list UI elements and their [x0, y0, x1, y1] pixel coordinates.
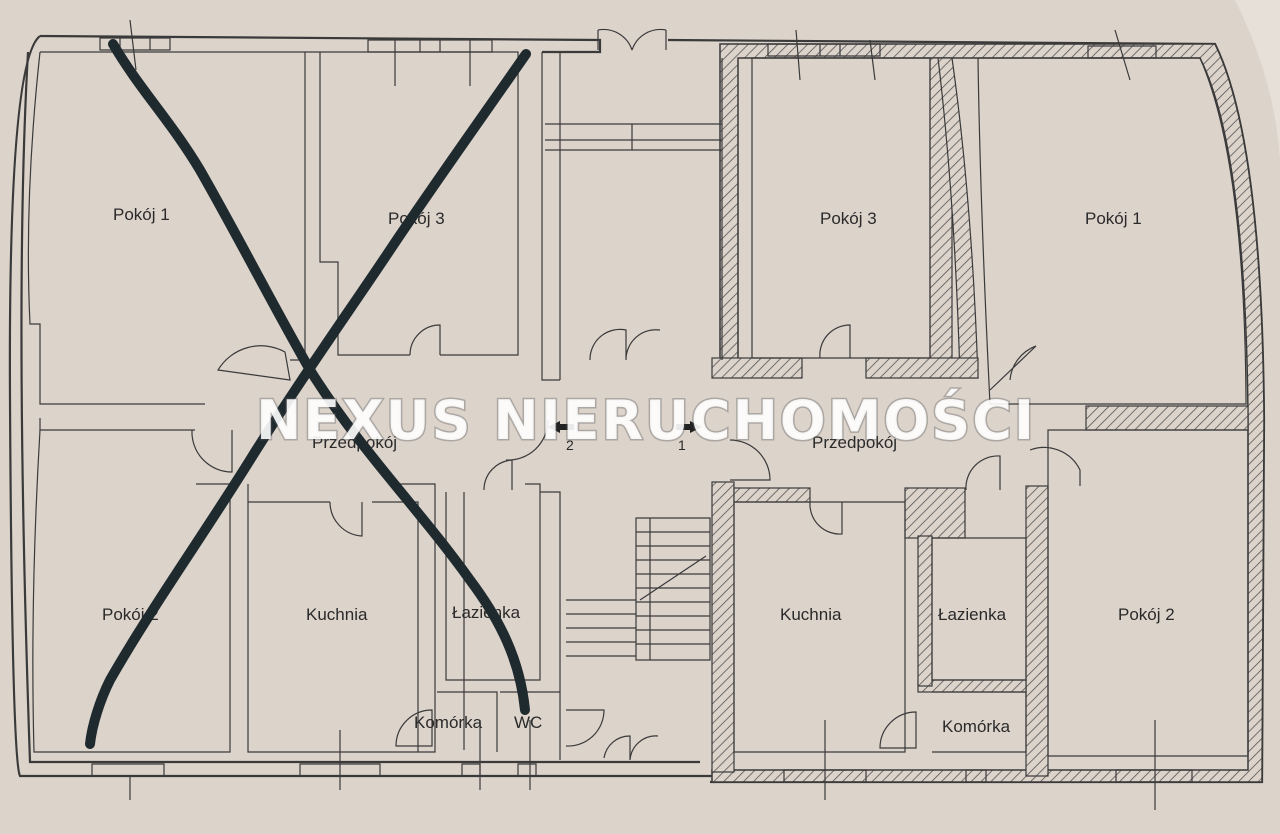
doors — [191, 28, 1081, 761]
windows — [91, 19, 1193, 810]
label-right-przedpokoj: Przedpokój — [812, 433, 897, 452]
staircase-labels: 2 1 — [548, 421, 702, 453]
watermark-shadow: NEXUS NIERUCHOMOŚCI — [256, 389, 1036, 452]
right-flat-labels: Pokój 3 Pokój 1 Pokój 2 Kuchnia Łazienka… — [780, 209, 1175, 736]
label-right-lazienka: Łazienka — [938, 605, 1007, 624]
label-right-pokoj-3: Pokój 3 — [820, 209, 877, 228]
staircase — [566, 517, 711, 661]
label-left-komorka: Komórka — [414, 713, 483, 732]
cross-stroke-2 — [85, 49, 531, 749]
unit-number-2: 2 — [566, 437, 574, 453]
arrow-left-shaft — [560, 424, 574, 430]
label-left-kuchnia: Kuchnia — [306, 605, 368, 624]
label-right-pokoj-1: Pokój 1 — [1085, 209, 1142, 228]
label-left-wc: WC — [514, 713, 542, 732]
watermark: NEXUS NIERUCHOMOŚCI — [256, 389, 1036, 452]
cross-out-mark — [85, 39, 531, 749]
unit-number-1: 1 — [678, 437, 686, 453]
label-right-pokoj-2: Pokój 2 — [1118, 605, 1175, 624]
label-left-pokoj-1: Pokój 1 — [113, 205, 170, 224]
label-right-kuchnia: Kuchnia — [780, 605, 842, 624]
arrow-right-icon — [690, 421, 702, 433]
arrow-right-shaft — [676, 424, 690, 430]
label-right-komorka: Komórka — [942, 717, 1011, 736]
outer-walls — [8, 34, 1266, 784]
label-left-przedpokoj: Przedpokój — [312, 433, 397, 452]
right-flat-walls — [733, 57, 1249, 757]
arrow-left-icon — [548, 421, 560, 433]
